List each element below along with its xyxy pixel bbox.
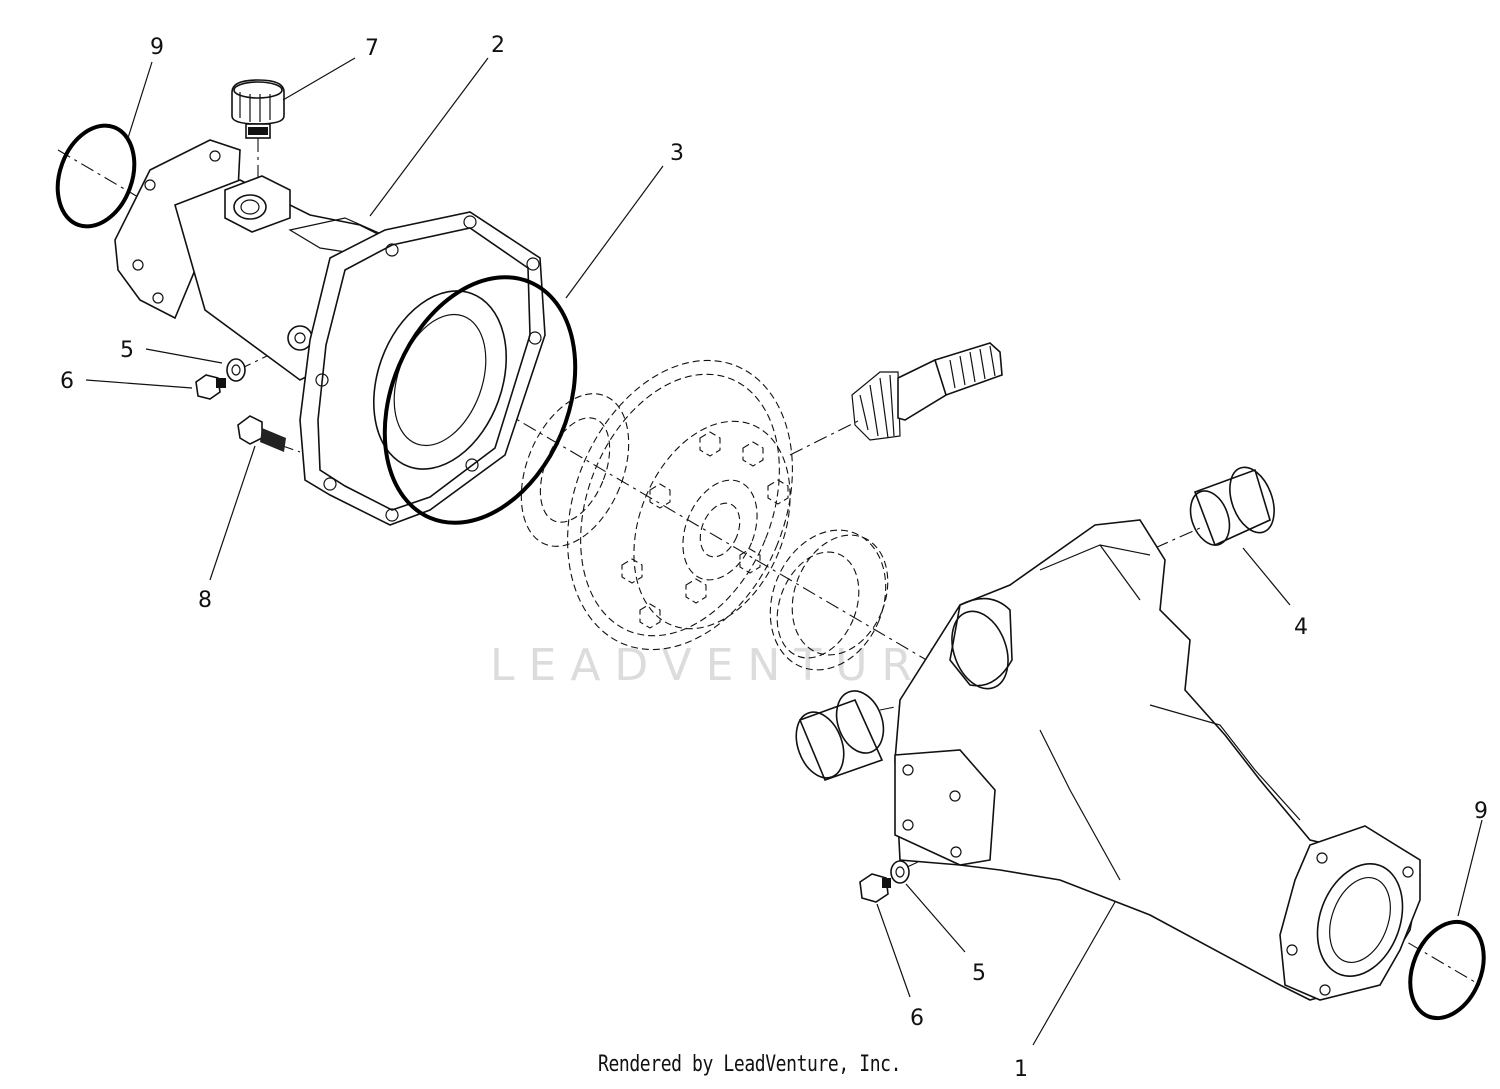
bolt-right: [859, 873, 891, 903]
bushing-upper: [1189, 466, 1275, 547]
footer-credit: Rendered by LeadVenture, Inc.: [598, 1052, 902, 1077]
bolt-left: [195, 374, 226, 400]
pinion-shaft: [851, 342, 1003, 441]
callout-2: 2: [491, 33, 505, 58]
bushing-lower: [795, 690, 885, 782]
callout-6-right: 6: [910, 1006, 924, 1031]
callout-1: 1: [1014, 1057, 1028, 1082]
o-ring-right: [1408, 919, 1486, 1021]
callout-8: 8: [198, 588, 212, 613]
callout-6-left: 6: [60, 369, 74, 394]
watermark: LEADVENTURE: [490, 640, 968, 691]
threaded-bolt: [237, 415, 286, 452]
callout-labels: 9 7 2 3 5 6 8 4 9 5 6 1: [60, 33, 1488, 1082]
callout-5-left: 5: [120, 338, 134, 363]
callout-4: 4: [1294, 615, 1308, 640]
right-axle-housing: [894, 519, 1421, 1001]
callout-5-right: 5: [972, 961, 986, 986]
washer-right: [890, 860, 910, 884]
left-axle-housing: [114, 139, 546, 526]
leader-lines: [85, 57, 1483, 1046]
o-ring-left: [55, 123, 137, 229]
callout-9-left: 9: [150, 35, 164, 60]
o-ring-large: [382, 275, 578, 525]
washer-left: [226, 358, 246, 382]
differential-assembly: [520, 359, 889, 671]
callout-7: 7: [365, 36, 379, 61]
breather-cap: [231, 79, 285, 139]
callout-9-right: 9: [1474, 799, 1488, 824]
callout-3: 3: [670, 141, 684, 166]
